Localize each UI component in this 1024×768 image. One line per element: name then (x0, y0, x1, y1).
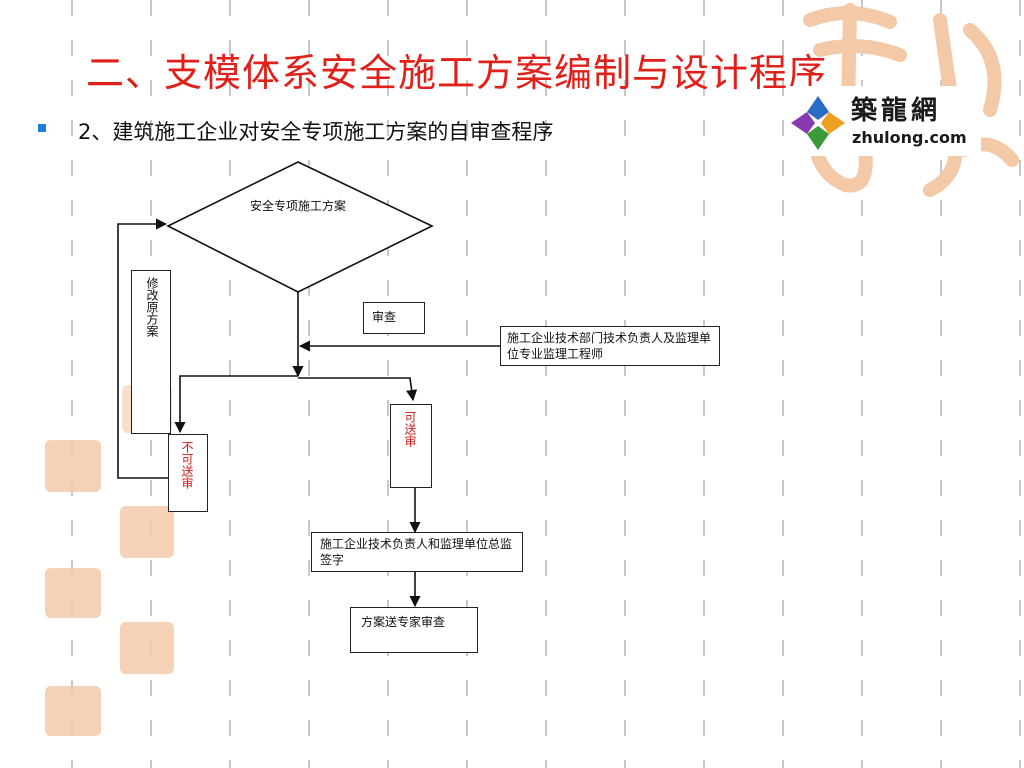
watermark-seal (120, 622, 174, 674)
revise-plan-box: 修改原方案 (131, 270, 171, 434)
watermark-seal (45, 568, 101, 618)
watermark-seal (120, 506, 174, 558)
review-label-box: 审查 (363, 302, 425, 334)
submittable-box: 可送审 (390, 404, 432, 488)
sign-off-box: 施工企业技术负责人和监理单位总监签字 (311, 532, 523, 572)
logo-url: zhulong.com (852, 128, 967, 147)
slide-title: 二、支模体系安全施工方案编制与设计程序 (86, 51, 828, 95)
logo-name: 築龍網 (851, 96, 942, 126)
pinwheel-logo-icon (791, 96, 845, 150)
slide-subtitle: 2、建筑施工企业对安全专项施工方案的自审查程序 (78, 120, 554, 144)
decision-diamond (166, 161, 434, 293)
not-submittable-box: 不可送审 (168, 434, 208, 512)
expert-review-box: 方案送专家审查 (350, 607, 478, 653)
bullet-icon (38, 124, 46, 132)
watermark-seal (45, 440, 101, 492)
watermark-seal (45, 686, 101, 736)
start-node-label: 安全专项施工方案 (249, 199, 346, 213)
reviewers-box: 施工企业技术部门技术负责人及监理单位专业监理工程师 (500, 326, 720, 366)
zhulong-logo: 築龍網 zhulong.com (785, 86, 981, 156)
